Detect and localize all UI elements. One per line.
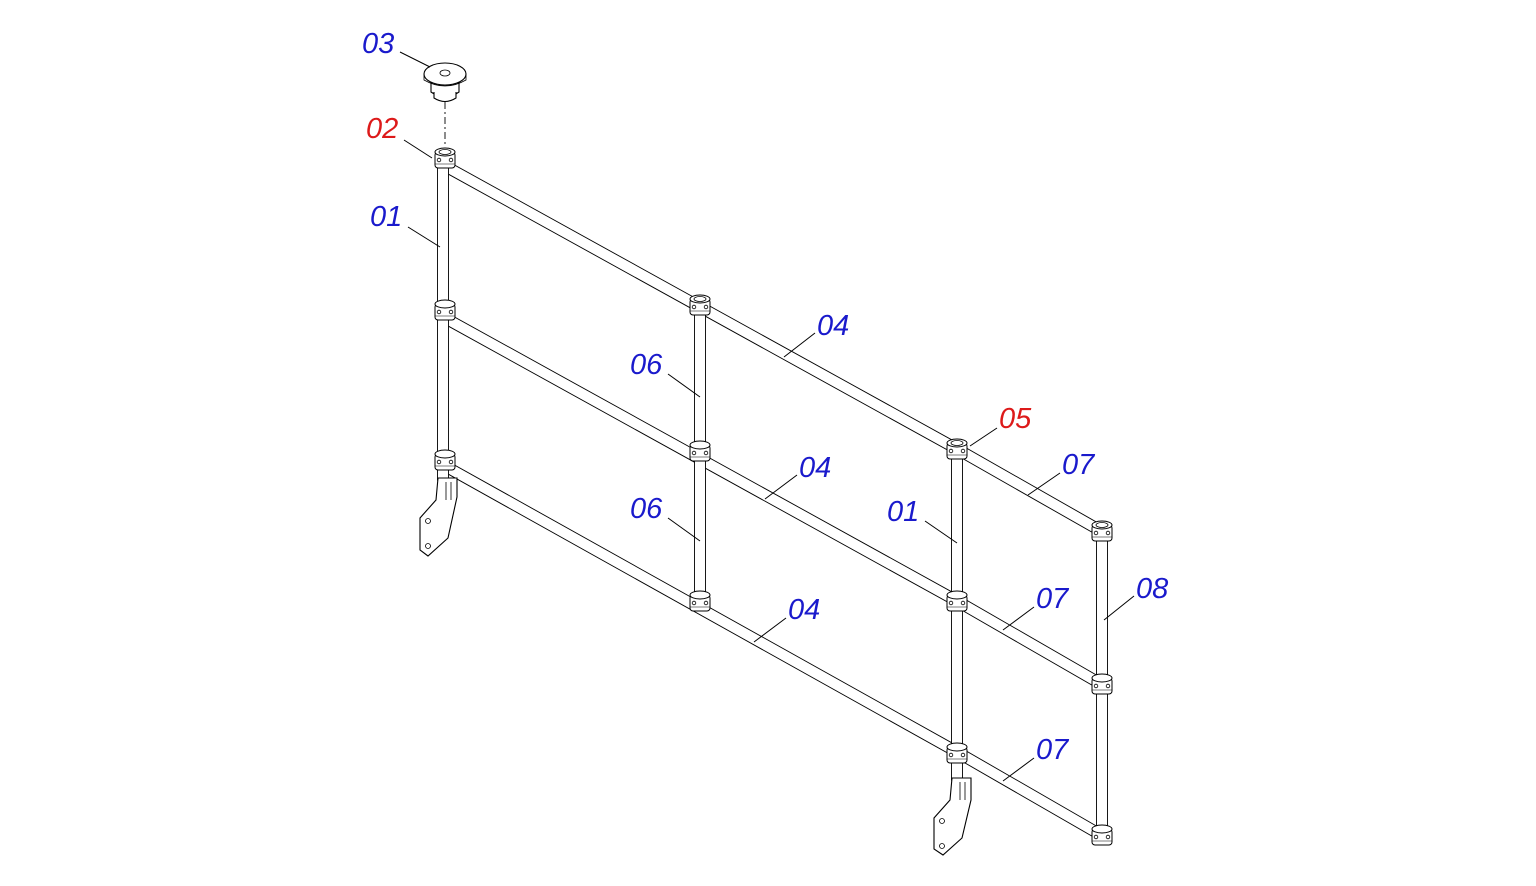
- callout-07-top: 07: [1062, 449, 1096, 481]
- callout-01-right: 01: [887, 496, 919, 528]
- clamp-icon: [434, 449, 456, 471]
- clamp-icon: [434, 299, 456, 321]
- base-plate-left-icon: [419, 477, 458, 557]
- callout-05: 05: [999, 403, 1032, 435]
- callout-02: 02: [366, 113, 398, 145]
- callout-07-bottom: 07: [1036, 734, 1070, 766]
- clamp-icon: [946, 742, 968, 764]
- callout-06-upper: 06: [630, 349, 663, 381]
- end-cap-icon: [423, 62, 467, 146]
- callout-03: 03: [362, 28, 394, 60]
- rail-tubes: [441, 160, 1105, 841]
- callout-04-top: 04: [817, 310, 849, 342]
- clamp-icon: [1091, 824, 1113, 846]
- clamp-icon: [434, 147, 456, 169]
- clamp-icon: [946, 438, 968, 460]
- clamp-fittings: [434, 147, 1113, 846]
- base-plate-right-icon: [933, 777, 972, 856]
- callout-labels: 03 02 01 04 06 05 04 07 06 01 04 07 08 0…: [362, 28, 1168, 782]
- end-post-right-icon: [951, 446, 963, 781]
- callout-04-middle: 04: [799, 452, 831, 484]
- callout-07-middle: 07: [1036, 583, 1070, 615]
- clamp-icon: [946, 590, 968, 612]
- callout-01-left: 01: [370, 201, 402, 233]
- clamp-icon: [689, 294, 711, 316]
- clamp-icon: [689, 590, 711, 612]
- callout-08: 08: [1136, 573, 1168, 605]
- clamp-icon: [1091, 520, 1113, 542]
- callout-06-lower: 06: [630, 493, 663, 525]
- callout-04-bottom: 04: [788, 594, 820, 626]
- clamp-icon: [689, 440, 711, 462]
- clamp-icon: [1091, 673, 1113, 695]
